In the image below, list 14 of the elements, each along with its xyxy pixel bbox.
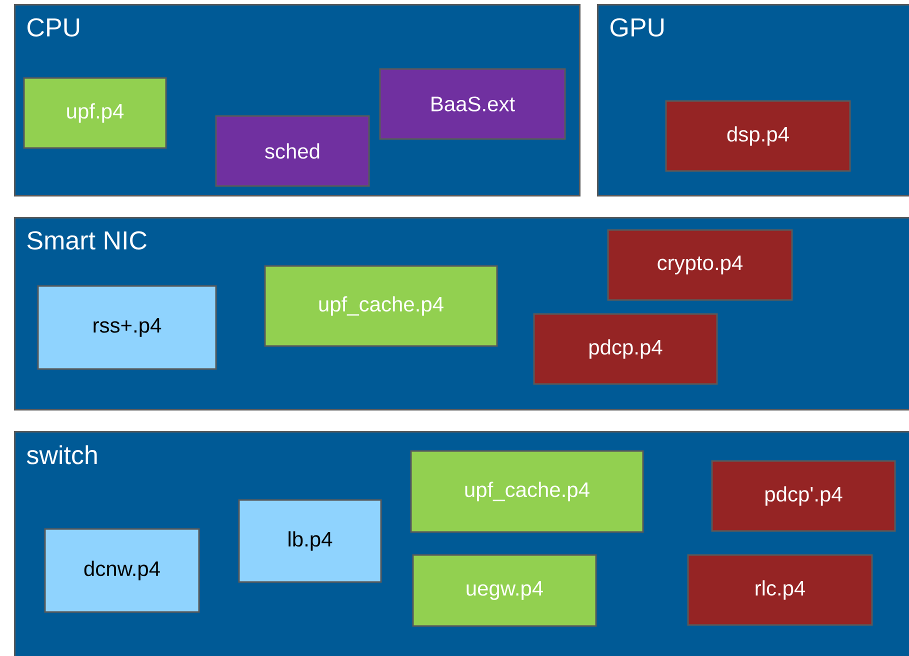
module-box: upf_cache.p4 bbox=[410, 450, 644, 533]
module-box: upf_cache.p4 bbox=[264, 265, 498, 347]
module-box: rlc.p4 bbox=[687, 554, 873, 626]
module-box: dsp.p4 bbox=[665, 100, 851, 172]
module-box: lb.p4 bbox=[238, 499, 382, 583]
module-box: pdcp'.p4 bbox=[711, 460, 896, 532]
module-box: sched bbox=[215, 115, 370, 187]
module-box: BaaS.ext bbox=[379, 68, 566, 140]
module-box: dcnw.p4 bbox=[44, 528, 200, 613]
module-box: crypto.p4 bbox=[607, 229, 793, 301]
module-box: uegw.p4 bbox=[412, 554, 597, 627]
module-box: upf.p4 bbox=[23, 77, 167, 149]
module-box: pdcp.p4 bbox=[533, 313, 718, 385]
module-box: rss+.p4 bbox=[37, 285, 217, 370]
